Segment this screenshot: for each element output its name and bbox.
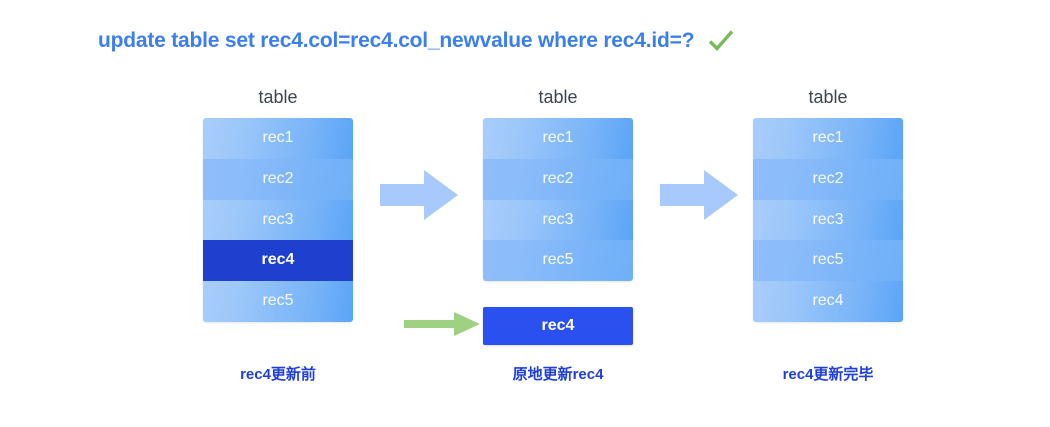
caption-after: rec4更新完毕	[782, 366, 874, 383]
table-box-before: rec1 rec2 rec3 rec4 rec5	[203, 118, 353, 322]
table-row: rec3	[753, 199, 903, 241]
right-thin-arrow-icon	[404, 312, 480, 336]
sql-statement-text: update table set rec4.col=rec4.col_newva…	[98, 29, 695, 52]
table-box-during: rec1 rec2 rec3 rec5	[483, 118, 633, 282]
table-row: rec4	[753, 281, 903, 322]
caption-during: 原地更新rec4	[512, 366, 604, 383]
table-row: rec2	[203, 158, 353, 200]
table-row: rec3	[483, 199, 633, 241]
statement-header: update table set rec4.col=rec4.col_newva…	[98, 26, 736, 56]
column-during: table rec1 rec2 rec3 rec5	[483, 86, 633, 282]
table-row-highlighted: rec4	[203, 240, 353, 282]
table-label: table	[538, 87, 578, 107]
detached-record-wrapper: rec4	[483, 307, 633, 345]
table-row: rec3	[203, 199, 353, 241]
table-row: rec5	[203, 281, 353, 322]
table-row: rec5	[753, 240, 903, 282]
table-box-after: rec1 rec2 rec3 rec5 rec4	[753, 118, 903, 322]
detached-record-rec4: rec4	[483, 307, 633, 345]
green-check-icon	[709, 30, 734, 51]
right-block-arrow-icon	[380, 170, 458, 220]
right-block-arrow-icon	[660, 170, 738, 220]
table-row: rec2	[753, 158, 903, 200]
caption-before: rec4更新前	[240, 366, 316, 383]
table-label: table	[258, 87, 298, 107]
table-row: rec1	[483, 118, 633, 159]
table-row: rec2	[483, 158, 633, 200]
table-row: rec1	[753, 118, 903, 159]
column-before: table rec1 rec2 rec3 rec4 rec5	[203, 86, 353, 322]
table-label: table	[808, 87, 848, 107]
table-row: rec5	[483, 240, 633, 282]
table-row: rec1	[203, 118, 353, 159]
column-after: table rec1 rec2 rec3 rec5 rec4	[753, 86, 903, 322]
